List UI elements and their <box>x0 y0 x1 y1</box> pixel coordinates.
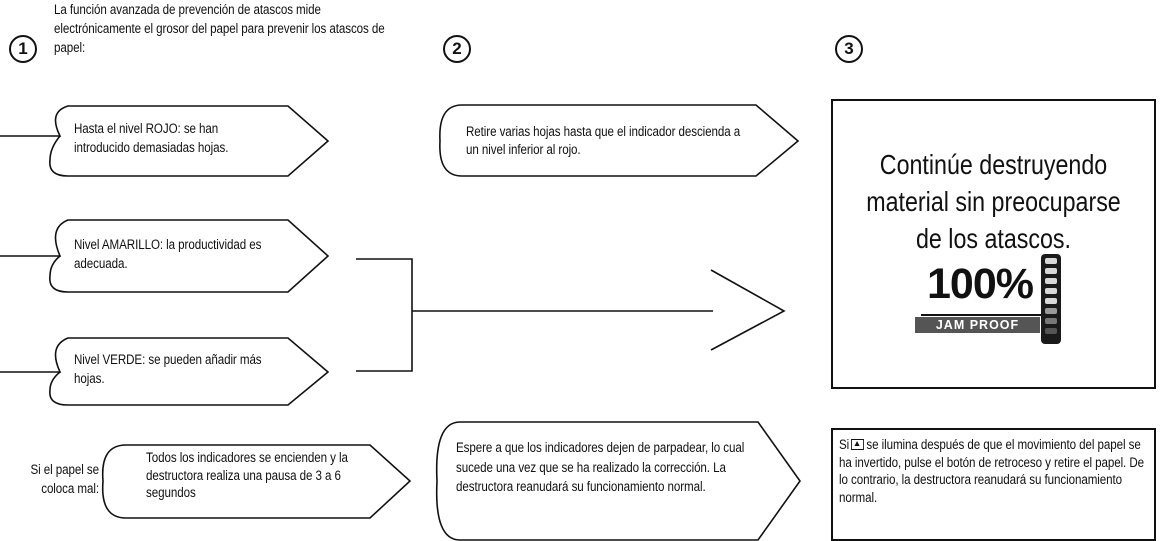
result-text: Continúe destruyendo material sin preocu… <box>866 149 1121 254</box>
yellow-level-callout <box>0 219 330 293</box>
step-1-badge: 1 <box>9 35 37 63</box>
logo-percentage: 100% <box>927 260 1034 308</box>
red-level-text: Hasta el nivel ROJO: se han introducido … <box>74 121 229 155</box>
misfeed-callout <box>101 444 412 519</box>
red-action-callout <box>439 104 800 177</box>
misfeed-description: Todos los indicadores se encienden y la … <box>146 450 348 500</box>
red-action-text: Retire varias hojas hasta que el indicad… <box>466 124 741 157</box>
red-level-callout <box>0 105 330 177</box>
bracket-connector <box>356 258 413 372</box>
step-3-badge: 3 <box>835 35 863 63</box>
intro-text: La función avanzada de prevención de ata… <box>54 2 385 55</box>
misfeed-label: Si el papel se coloca mal: <box>30 462 99 496</box>
result-box <box>831 99 1156 389</box>
paper-level-meter-icon <box>1041 254 1061 344</box>
misfeed-action-text: Espere a que los indicadores dejen de pa… <box>456 440 745 494</box>
green-level-callout <box>0 337 330 406</box>
yellow-level-text: Nivel AMARILLO: la productividad es adec… <box>74 237 262 271</box>
misfeed-action-callout <box>435 421 801 541</box>
step-2-badge: 2 <box>443 35 471 63</box>
note-prefix: Si <box>839 437 850 452</box>
reverse-note-box <box>831 428 1156 541</box>
logo-label: JAM PROOF <box>915 317 1040 333</box>
jam-proof-logo: 100% JAM PROOF <box>915 254 1077 344</box>
note-text: se ilumina después de que el movimiento … <box>839 437 1145 505</box>
reverse-button-icon <box>850 439 864 450</box>
green-level-text: Nivel VERDE: se pueden añadir más hojas. <box>74 352 262 386</box>
big-arrow-head <box>710 269 786 351</box>
